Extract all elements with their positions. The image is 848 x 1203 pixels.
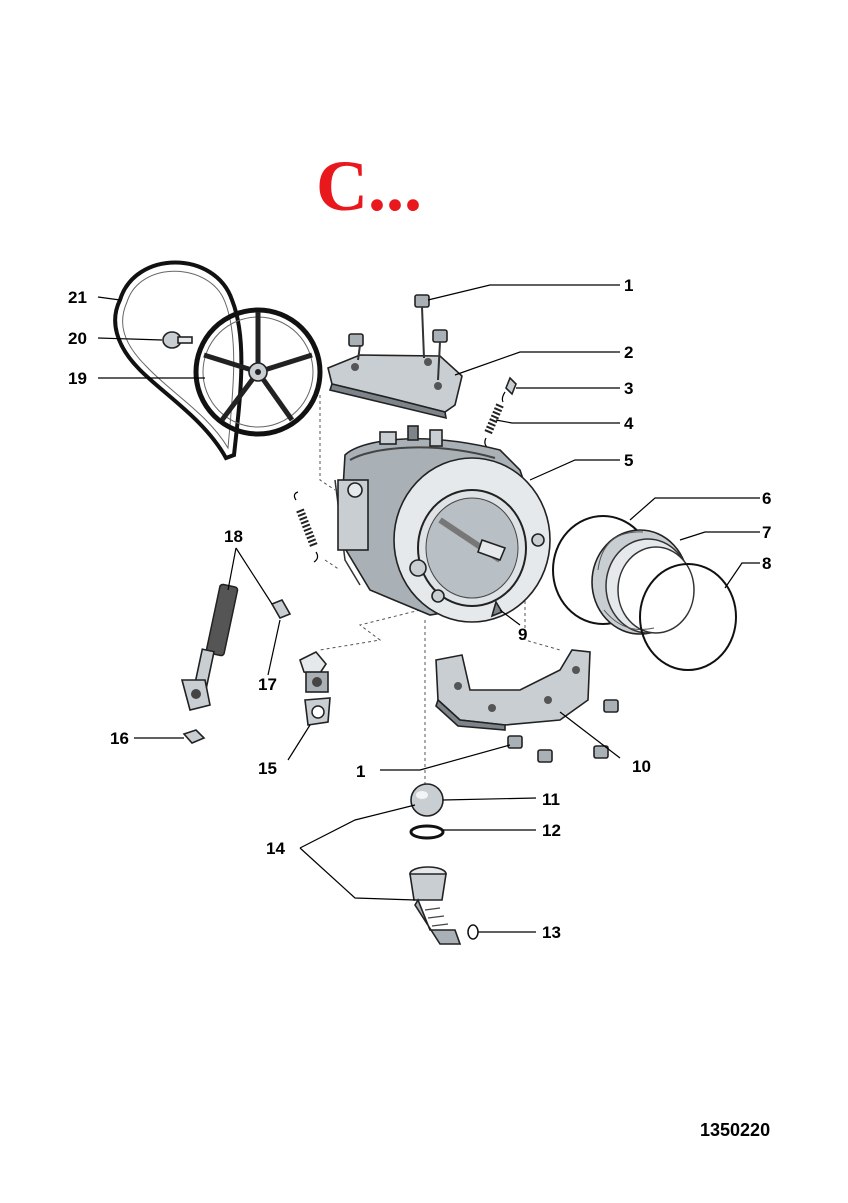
- label-18: 18: [224, 527, 243, 546]
- spring-part: [484, 391, 506, 449]
- label-12: 12: [542, 821, 561, 840]
- label-10: 10: [632, 757, 651, 776]
- o-ring-part: [467, 924, 479, 940]
- label-19: 19: [68, 369, 87, 388]
- label-3: 3: [624, 379, 633, 398]
- nut-parts-top: [348, 294, 448, 347]
- pulley-bolt-part: [162, 331, 193, 349]
- label-17: 17: [258, 675, 277, 694]
- label-20: 20: [68, 329, 87, 348]
- ball-valve-part: [410, 783, 444, 817]
- label-11: 11: [542, 790, 560, 809]
- part-number-labels: 1 2 3 4 5 6 7 8 9 10 1 11 12 13 14 15 16…: [68, 276, 771, 942]
- clamp-ring-part: [639, 563, 737, 671]
- label-13: 13: [542, 923, 561, 942]
- page-title: C...: [316, 146, 422, 226]
- label-8: 8: [762, 554, 771, 573]
- counterweight-bracket-part: [435, 649, 591, 731]
- shock-absorber-part: [180, 583, 239, 711]
- motor-bracket-part: [327, 306, 463, 420]
- label-1-bottom: 1: [356, 762, 365, 781]
- nut-parts-bottom: [507, 699, 619, 763]
- clip-part: [505, 376, 517, 396]
- label-9: 9: [518, 625, 527, 644]
- label-2: 2: [624, 343, 633, 362]
- label-4: 4: [624, 414, 634, 433]
- assembly-guide-lines: [319, 395, 561, 790]
- leader-lines: [97, 284, 760, 933]
- pulley-part: [193, 307, 323, 437]
- thermostat-part: [299, 651, 331, 726]
- label-21: 21: [68, 288, 87, 307]
- hose-clamp-part: [409, 824, 445, 840]
- tub-part: [334, 425, 551, 623]
- label-14: 14: [266, 839, 285, 858]
- document-number: 1350220: [700, 1120, 771, 1140]
- label-5: 5: [624, 451, 633, 470]
- spring-part-left: [293, 491, 319, 563]
- door-bellows-part: [591, 529, 695, 635]
- label-6: 6: [762, 489, 771, 508]
- small-nut-part: [182, 729, 206, 744]
- label-16: 16: [110, 729, 129, 748]
- label-7: 7: [762, 523, 771, 542]
- sump-hose-part: [409, 866, 462, 945]
- shock-bolt-part: [270, 598, 292, 620]
- label-1-top: 1: [624, 276, 633, 295]
- label-15: 15: [258, 759, 277, 778]
